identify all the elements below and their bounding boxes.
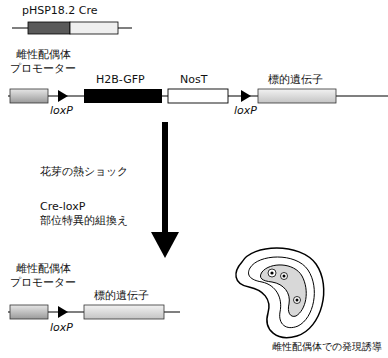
label: Cre-loxP 部位特異的組換え	[40, 200, 146, 228]
integument	[249, 257, 315, 328]
egg-cell	[268, 269, 276, 277]
promoter-box	[28, 22, 70, 34]
process-arrow-head	[151, 232, 179, 258]
nucleus	[270, 271, 273, 274]
embryo-sac	[260, 265, 306, 316]
cre-gene-box	[70, 22, 118, 34]
label: NosT	[180, 73, 207, 87]
label: 雌性配偶体 プロモーター	[2, 262, 84, 290]
central-cell	[281, 273, 288, 280]
label: 雌性配偶体 プロモーター	[2, 48, 84, 76]
label: loxP	[50, 104, 73, 118]
target-gene-box	[84, 305, 164, 319]
nucleus	[283, 275, 286, 278]
ovule-outline	[236, 248, 324, 338]
promoter-box	[10, 89, 48, 103]
label: 花芽の熱ショック	[40, 165, 128, 179]
loxp-triangle	[241, 90, 251, 102]
antipodal-cell	[294, 297, 301, 304]
label: H2B-GFP	[96, 73, 145, 87]
label: loxP	[50, 321, 73, 335]
terminator-box	[168, 89, 228, 103]
target-gene-box	[258, 89, 336, 103]
label: 標的遺伝子	[268, 73, 323, 87]
label: pHSP18.2 Cre	[22, 4, 98, 18]
promoter-box	[10, 305, 48, 319]
label: 雌性配偶体での発現誘導	[272, 340, 382, 354]
loxp-triangle	[58, 306, 68, 318]
h2b-gfp-box	[84, 89, 162, 103]
process-arrow	[162, 122, 168, 236]
label: loxP	[234, 104, 257, 118]
loxp-triangle	[58, 90, 68, 102]
nucleus	[296, 299, 299, 302]
label: 標的遺伝子	[94, 289, 149, 303]
